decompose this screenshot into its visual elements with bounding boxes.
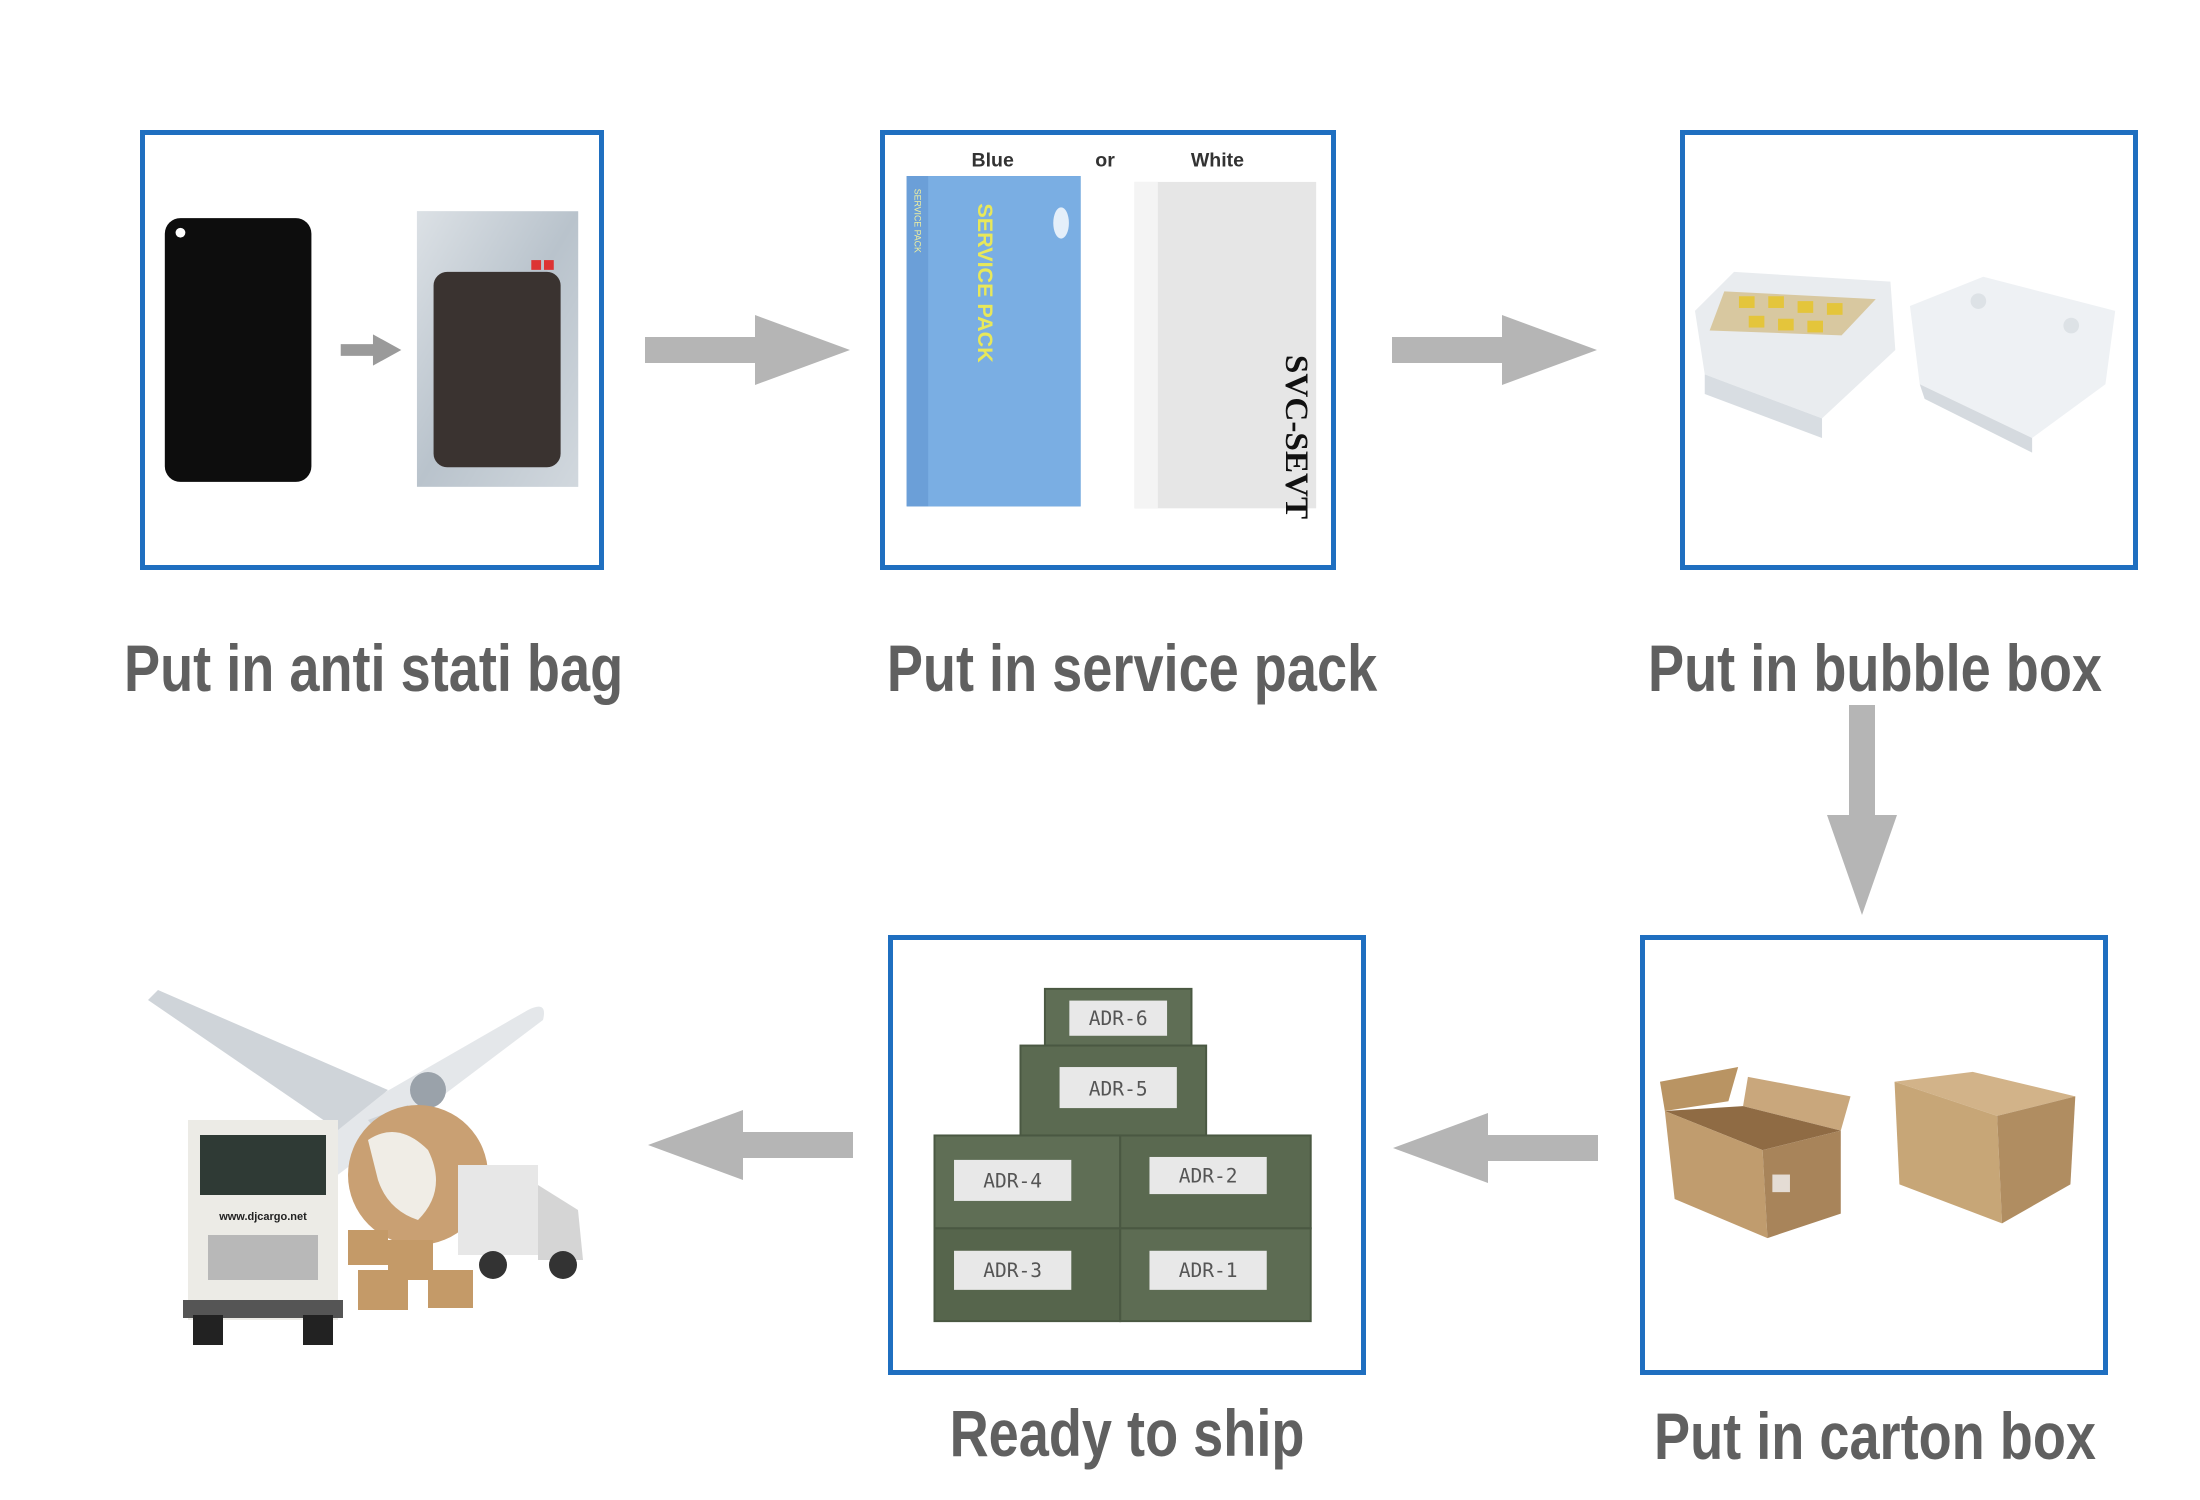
freight-illustration: www.djcargo.net — [148, 990, 583, 1345]
parcel-boxes-icon — [348, 1230, 473, 1310]
arrow-right-1 — [645, 315, 850, 385]
closed-carton-icon — [1894, 1071, 2076, 1224]
step-ready-frame: ADR-6 ADR-5 ADR-4 ADR-2 ADR-3 ADR-1 — [888, 935, 1366, 1375]
box-label-adr-4: ADR-4 — [983, 1169, 1042, 1192]
globe-icon — [348, 1105, 488, 1245]
small-arrow-icon — [340, 334, 402, 366]
carton-box-icon — [1659, 1067, 1851, 1239]
white-option-label: White — [1191, 149, 1244, 171]
foam-box-icon — [1694, 271, 1896, 438]
white-pack-icon: SVC-SEVT — [1134, 181, 1317, 519]
caption-ready-to-ship: Ready to ship — [949, 1396, 1305, 1470]
service-pack-icon: SERVICE PACK SERVICE PACK — [906, 176, 1081, 507]
or-label: or — [1095, 149, 1115, 171]
caption-bubble-box: Put in bubble box — [1648, 631, 2102, 705]
box-label-adr-5: ADR-5 — [1089, 1077, 1148, 1100]
blue-box-small-text: SERVICE PACK — [913, 189, 923, 253]
box-label-adr-1: ADR-1 — [1179, 1259, 1238, 1282]
arrow-right-2 — [1392, 315, 1597, 385]
foam-lid-icon — [1909, 276, 2116, 453]
arrow-left-2 — [648, 1110, 853, 1180]
blue-box-text: SERVICE PACK — [973, 203, 997, 363]
phone-into-bag-illustration — [164, 211, 579, 487]
arrow-down — [1827, 705, 1897, 915]
step-antistatic-frame — [140, 130, 604, 570]
carton-box-illustration — [1659, 1067, 2076, 1239]
step-bubble-box-frame — [1680, 130, 2138, 570]
shipping-boxes-icon — [933, 987, 1312, 1323]
shipping-boxes-illustration: ADR-6 ADR-5 ADR-4 ADR-2 ADR-3 ADR-1 — [933, 987, 1312, 1323]
caption-carton-box: Put in carton box — [1653, 1399, 2097, 1473]
service-pack-illustration: Blue or White SERVICE PACK SERVICE PACK … — [906, 149, 1317, 519]
box-label-adr-6: ADR-6 — [1089, 1007, 1148, 1030]
box-label-adr-2: ADR-2 — [1179, 1164, 1238, 1187]
white-box-text: SVC-SEVT — [1278, 355, 1315, 519]
antistatic-bag-icon — [416, 211, 579, 487]
truck-text: www.djcargo.net — [218, 1211, 307, 1223]
caption-antistatic-bag: Put in anti stati bag — [124, 631, 624, 705]
van-icon — [458, 1165, 583, 1279]
caption-service-pack: Put in service pack — [886, 631, 1378, 705]
blue-option-label: Blue — [972, 149, 1014, 171]
box-label-adr-3: ADR-3 — [983, 1259, 1042, 1282]
step-service-pack-frame: Blue or White SERVICE PACK SERVICE PACK … — [880, 130, 1336, 570]
arrow-left-1 — [1393, 1113, 1598, 1183]
truck-icon: www.djcargo.net — [183, 1120, 343, 1345]
phone-icon — [164, 218, 312, 482]
foam-box-illustration — [1694, 271, 2116, 453]
step-carton-box-frame — [1640, 935, 2108, 1375]
